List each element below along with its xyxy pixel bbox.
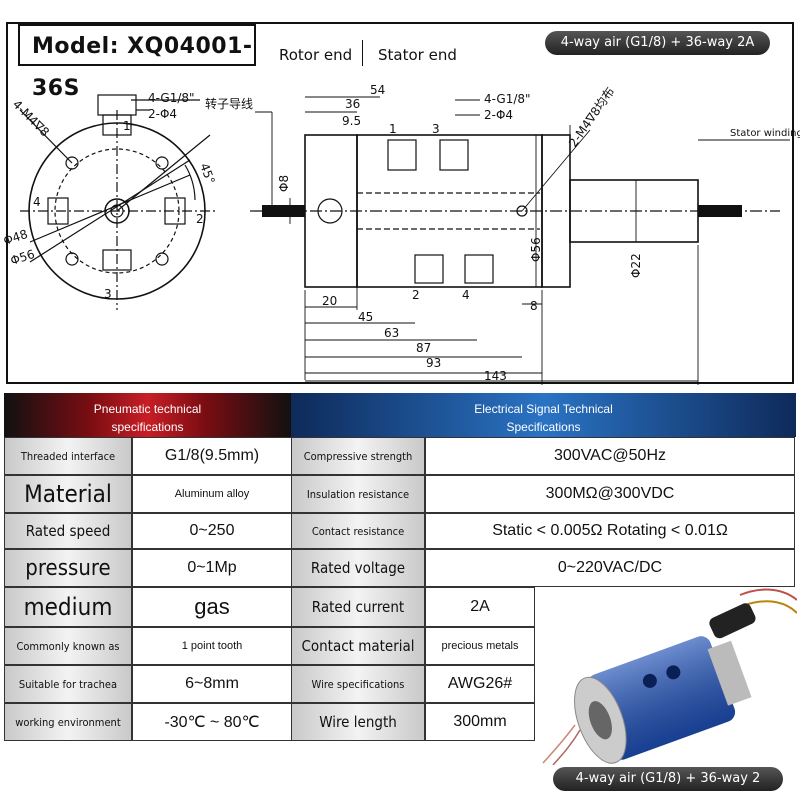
port-2-side: 2 — [412, 288, 420, 302]
badge-bottom: 4-way air (G1/8) + 36-way 2 — [553, 767, 783, 791]
port-2-left: 2 — [196, 212, 204, 226]
angle-label: 45° — [197, 161, 217, 186]
spec-cell-v1: -30℃ ~ 80℃ — [132, 703, 292, 741]
port-1-left: 1 — [123, 119, 131, 133]
dim-54: 54 — [370, 83, 385, 97]
pneumatic-header: Pneumatic technical specifications — [4, 393, 291, 437]
rotor-end-label: Rotor end — [279, 46, 353, 64]
dia-56-label: Φ56 — [9, 247, 37, 268]
electrical-header-text: Electrical Signal Technical Specificatio… — [474, 402, 613, 434]
spec-cell-v2: 300MΩ@300VDC — [425, 475, 795, 513]
drawing-frame — [6, 22, 794, 384]
spec-cell-l1: Threaded interface — [4, 437, 132, 475]
stator-shaft-stub — [698, 205, 742, 217]
spec-cell-v2: 300VAC@50Hz — [425, 437, 795, 475]
spec-cell-v1: 0~1Mp — [132, 549, 292, 587]
dim-8: 8 — [530, 299, 538, 313]
spec-cell-v1: 1 point tooth — [132, 627, 292, 665]
port-callout-left-2: 2-Φ4 — [148, 107, 177, 121]
spec-cell-l1: pressure — [4, 549, 132, 587]
dim-22: Φ22 — [629, 253, 643, 278]
spec-cell-v2: 300mm — [425, 703, 535, 741]
port-3-left: 3 — [104, 287, 112, 301]
dim-45: 45 — [358, 310, 373, 324]
spec-cell-l1: working environment — [4, 703, 132, 741]
pneumatic-header-text: Pneumatic technical specifications — [93, 402, 202, 434]
rotor-wire-label: 转子导线 — [205, 96, 253, 111]
stator-end-label: Stator end — [378, 46, 457, 64]
spec-cell-v2: Static < 0.005Ω Rotating < 0.01Ω — [425, 513, 795, 549]
port-4-side: 4 — [462, 288, 470, 302]
stator-winding-label: Stator winding — [730, 128, 800, 139]
dim-87: 87 — [416, 341, 431, 355]
dim-143: 143 — [484, 369, 507, 383]
spec-cell-l1: Rated speed — [4, 513, 132, 549]
spec-cell-l2: Rated voltage — [291, 549, 425, 587]
dia-48-label: Φ48 — [2, 227, 30, 248]
divider — [362, 40, 363, 66]
port-callout-right-1: 4-G1/8" — [484, 92, 531, 106]
dim-20: 20 — [322, 294, 337, 308]
technical-drawing: 4-M4∇8 4-G1/8" 2-Φ4 转子导线 45° Φ48 Φ56 1 2… — [2, 83, 800, 385]
spec-cell-v2: 0~220VAC/DC — [425, 549, 795, 587]
badge-top: 4-way air (G1/8) + 36-way 2A — [545, 31, 770, 55]
spec-cell-l2: Wire length — [291, 703, 425, 741]
spec-cell-l1: medium — [4, 587, 132, 627]
dim-shaft-8: Φ8 — [277, 175, 291, 192]
holes-callout-left: 4-M4∇8 — [10, 97, 52, 139]
dim-63: 63 — [384, 326, 399, 340]
spec-cell-l2: Wire specifications — [291, 665, 425, 703]
spec-cell-l2: Compressive strength — [291, 437, 425, 475]
port-callout-left-1: 4-G1/8" — [148, 91, 195, 105]
spec-cell-v1: gas — [132, 587, 292, 627]
spec-cell-v1: Aluminum alloy — [132, 475, 292, 513]
spec-cell-l1: Commonly known as — [4, 627, 132, 665]
port-1-side: 1 — [389, 122, 397, 136]
port-4-left: 4 — [33, 195, 41, 209]
spec-cell-v1: 0~250 — [132, 513, 292, 549]
spec-cell-l2: Insulation resistance — [291, 475, 425, 513]
spec-cell-v2: 2A — [425, 587, 535, 627]
spec-cell-v1: G1/8(9.5mm) — [132, 437, 292, 475]
spec-cell-v2: AWG26# — [425, 665, 535, 703]
holes-callout-right: 2-M4∇8均布 — [566, 85, 617, 150]
port-3-side: 3 — [432, 122, 440, 136]
dim-56: Φ56 — [529, 237, 543, 262]
product-photo — [542, 588, 797, 765]
dim-36: 36 — [345, 97, 360, 111]
spec-cell-l2: Contact material — [291, 627, 425, 665]
dim-93: 93 — [426, 356, 441, 370]
model-title: Model: XQ04001-36S — [18, 24, 256, 101]
electrical-header: Electrical Signal Technical Specificatio… — [291, 393, 796, 437]
spec-cell-v2: precious metals — [425, 627, 535, 665]
rotor-shaft-stub — [262, 205, 305, 217]
dim-9-5: 9.5 — [342, 114, 361, 128]
spec-cell-v1: 6~8mm — [132, 665, 292, 703]
spec-cell-l2: Rated current — [291, 587, 425, 627]
spec-cell-l1: Suitable for trachea — [4, 665, 132, 703]
port-callout-right-2: 2-Φ4 — [484, 108, 513, 122]
spec-cell-l1: Material — [4, 475, 132, 513]
spec-cell-l2: Contact resistance — [291, 513, 425, 549]
